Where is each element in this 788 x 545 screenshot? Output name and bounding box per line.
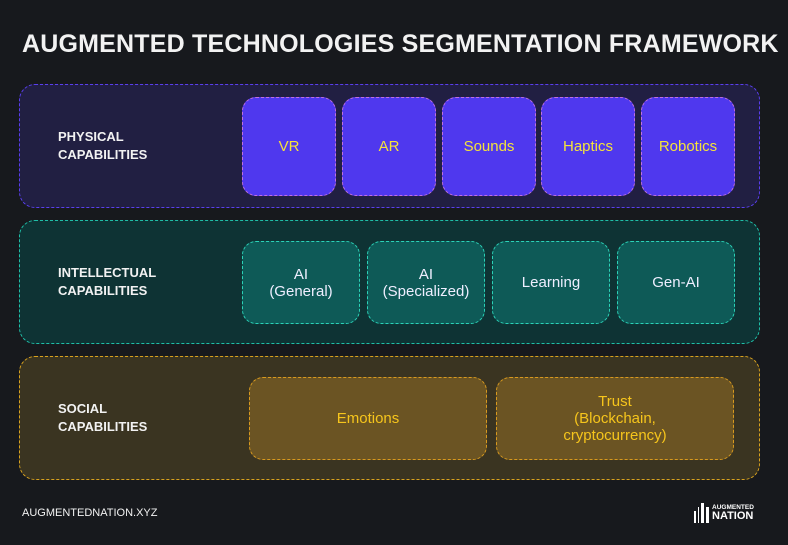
logo-bars-icon <box>694 503 709 523</box>
item-trust: Trust (Blockchain, cryptocurrency) <box>496 377 734 460</box>
item-robotics: Robotics <box>641 97 735 196</box>
page-title: AUGMENTED TECHNOLOGIES SEGMENTATION FRAM… <box>22 30 779 58</box>
social-capabilities-band: SOCIAL CAPABILITIES Emotions Trust (Bloc… <box>19 356 760 480</box>
item-ai-general: AI (General) <box>242 241 360 324</box>
band-label: PHYSICAL CAPABILITIES <box>58 129 148 162</box>
physical-capabilities-band: PHYSICAL CAPABILITIES VR AR Sounds Hapti… <box>19 84 760 208</box>
item-learning: Learning <box>492 241 610 324</box>
item-ar: AR <box>342 97 436 196</box>
item-gen-ai: Gen-AI <box>617 241 735 324</box>
item-sounds: Sounds <box>442 97 536 196</box>
item-ai-specialized: AI (Specialized) <box>367 241 485 324</box>
item-vr: VR <box>242 97 336 196</box>
band-label: INTELLECTUAL CAPABILITIES <box>58 265 157 298</box>
item-emotions: Emotions <box>249 377 487 460</box>
logo-line1: AUGMENTED <box>712 504 754 511</box>
item-haptics: Haptics <box>541 97 635 196</box>
augmented-nation-logo: AUGMENTED NATION <box>694 503 754 523</box>
intellectual-capabilities-band: INTELLECTUAL CAPABILITIES AI (General) A… <box>19 220 760 344</box>
band-label: SOCIAL CAPABILITIES <box>58 401 148 434</box>
logo-line2: NATION <box>712 510 754 522</box>
footer-url: AUGMENTEDNATION.XYZ <box>22 507 158 519</box>
